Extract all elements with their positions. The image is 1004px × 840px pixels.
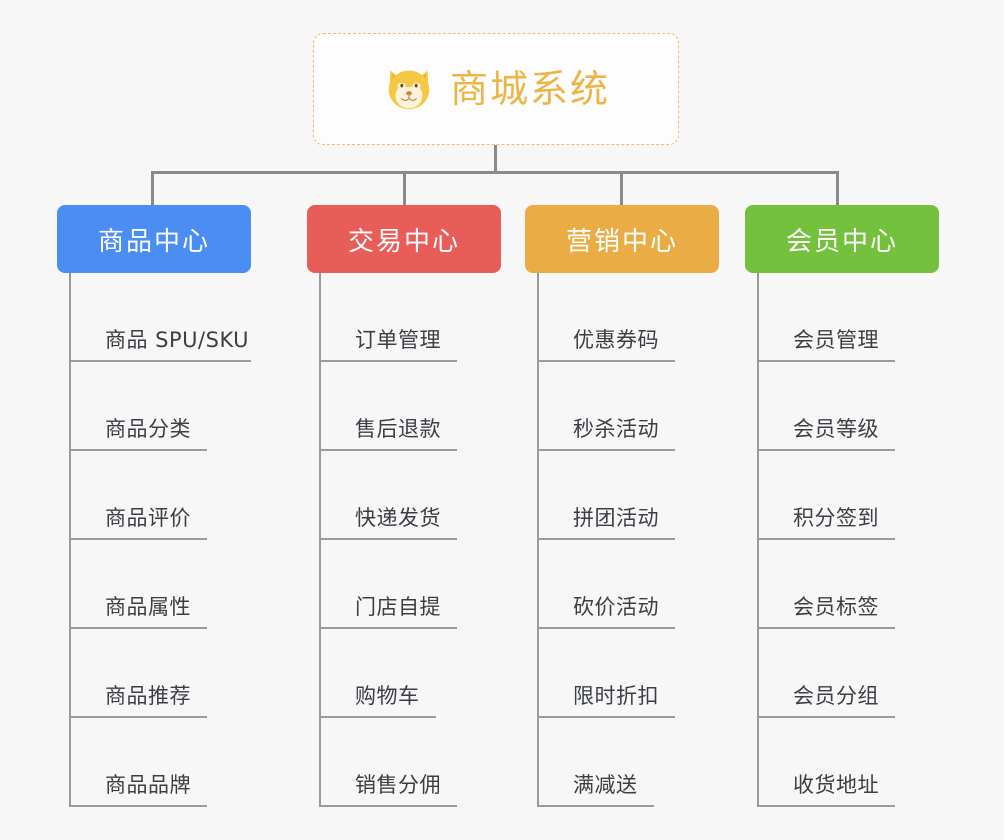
leaf-label: 销售分佣 <box>321 769 457 807</box>
leaf-label: 拼团活动 <box>539 502 675 540</box>
column-trade-center: 交易中心 订单管理 售后退款 快递发货 门店自提 购物车 销售分佣 <box>307 205 501 807</box>
list-item[interactable]: 商品推荐 <box>71 629 251 718</box>
root-node-mall-system[interactable]: 商城系统 <box>313 33 679 145</box>
leaf-label: 购物车 <box>321 680 436 718</box>
list-item[interactable]: 售后退款 <box>321 362 501 451</box>
category-header-trade-center[interactable]: 交易中心 <box>307 205 501 273</box>
list-item[interactable]: 门店自提 <box>321 540 501 629</box>
list-item[interactable]: 购物车 <box>321 629 501 718</box>
category-header-product-center[interactable]: 商品中心 <box>57 205 251 273</box>
list-item[interactable]: 商品 SPU/SKU <box>71 273 251 362</box>
leaf-label: 秒杀活动 <box>539 413 675 451</box>
leaf-label: 商品推荐 <box>71 680 207 718</box>
list-item[interactable]: 会员分组 <box>759 629 939 718</box>
list-item[interactable]: 会员标签 <box>759 540 939 629</box>
leaf-label: 商品 SPU/SKU <box>71 324 251 362</box>
list-item[interactable]: 砍价活动 <box>539 540 719 629</box>
list-item[interactable]: 商品分类 <box>71 362 251 451</box>
category-header-marketing-center[interactable]: 营销中心 <box>525 205 719 273</box>
list-item[interactable]: 秒杀活动 <box>539 362 719 451</box>
list-item[interactable]: 收货地址 <box>759 718 939 807</box>
leaf-label: 商品属性 <box>71 591 207 629</box>
list-item[interactable]: 会员等级 <box>759 362 939 451</box>
leaf-label: 商品评价 <box>71 502 207 540</box>
leaf-label: 售后退款 <box>321 413 457 451</box>
leaf-label: 商品分类 <box>71 413 207 451</box>
leaf-list-product-center: 商品 SPU/SKU 商品分类 商品评价 商品属性 商品推荐 商品品牌 <box>69 273 251 807</box>
list-item[interactable]: 限时折扣 <box>539 629 719 718</box>
leaf-label: 优惠券码 <box>539 324 675 362</box>
leaf-list-marketing-center: 优惠券码 秒杀活动 拼团活动 砍价活动 限时折扣 满减送 <box>537 273 719 807</box>
root-node-title: 商城系统 <box>449 67 610 111</box>
connector-horizontal-bus <box>151 171 839 174</box>
leaf-list-trade-center: 订单管理 售后退款 快递发货 门店自提 购物车 销售分佣 <box>319 273 501 807</box>
leaf-label: 订单管理 <box>321 324 457 362</box>
leaf-label: 快递发货 <box>321 502 457 540</box>
list-item[interactable]: 订单管理 <box>321 273 501 362</box>
leaf-label: 商品品牌 <box>71 769 207 807</box>
leaf-label: 会员管理 <box>759 324 895 362</box>
list-item[interactable]: 销售分佣 <box>321 718 501 807</box>
leaf-label: 门店自提 <box>321 591 457 629</box>
list-item[interactable]: 优惠券码 <box>539 273 719 362</box>
connector-drop-marketing-center <box>620 171 623 205</box>
connector-drop-member-center <box>836 171 839 205</box>
list-item[interactable]: 积分签到 <box>759 451 939 540</box>
leaf-label: 会员等级 <box>759 413 895 451</box>
leaf-list-member-center: 会员管理 会员等级 积分签到 会员标签 会员分组 收货地址 <box>757 273 939 807</box>
column-marketing-center: 营销中心 优惠券码 秒杀活动 拼团活动 砍价活动 限时折扣 满减送 <box>525 205 719 807</box>
list-item[interactable]: 商品品牌 <box>71 718 251 807</box>
list-item[interactable]: 满减送 <box>539 718 719 807</box>
leaf-label: 砍价活动 <box>539 591 675 629</box>
list-item[interactable]: 拼团活动 <box>539 451 719 540</box>
list-item[interactable]: 商品属性 <box>71 540 251 629</box>
connector-drop-trade-center <box>403 171 406 205</box>
leaf-label: 限时折扣 <box>539 680 675 718</box>
column-product-center: 商品中心 商品 SPU/SKU 商品分类 商品评价 商品属性 商品推荐 商品品牌 <box>57 205 251 807</box>
leaf-label: 收货地址 <box>759 769 895 807</box>
shiba-dog-face-icon <box>388 70 430 110</box>
column-member-center: 会员中心 会员管理 会员等级 积分签到 会员标签 会员分组 收货地址 <box>745 205 939 807</box>
leaf-label: 会员标签 <box>759 591 895 629</box>
list-item[interactable]: 商品评价 <box>71 451 251 540</box>
connector-root-stem <box>494 145 497 173</box>
list-item[interactable]: 会员管理 <box>759 273 939 362</box>
leaf-label: 满减送 <box>539 769 654 807</box>
list-item[interactable]: 快递发货 <box>321 451 501 540</box>
leaf-label: 积分签到 <box>759 502 895 540</box>
connector-drop-product-center <box>151 171 154 205</box>
category-header-member-center[interactable]: 会员中心 <box>745 205 939 273</box>
leaf-label: 会员分组 <box>759 680 895 718</box>
